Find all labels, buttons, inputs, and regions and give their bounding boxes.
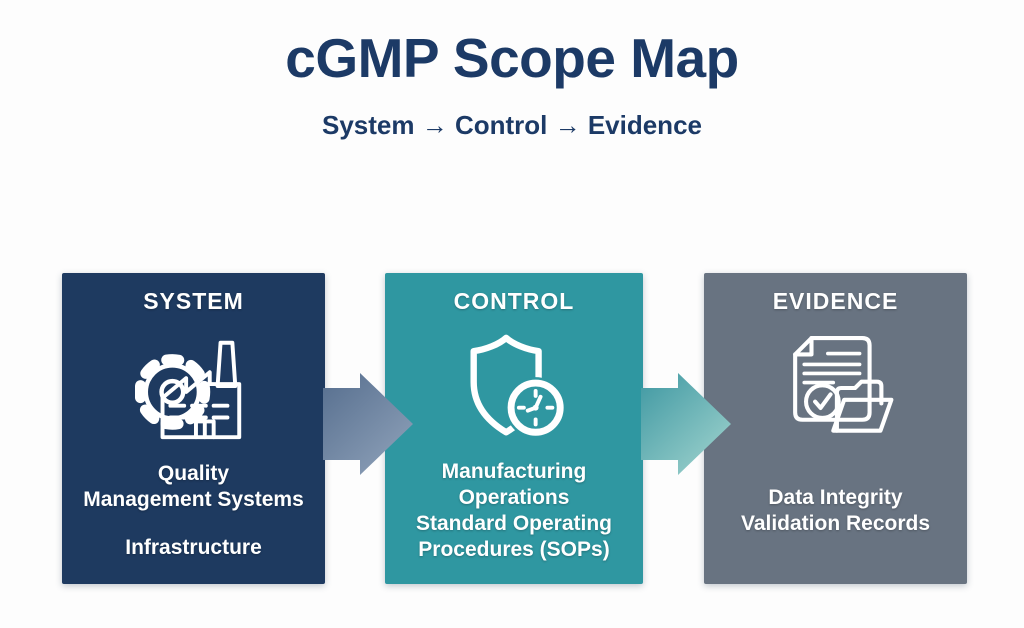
stage-control-text: Manufacturing Operations Standard Operat… [385,447,643,584]
factory-gear-icon [134,340,241,440]
stage-line: Quality [157,461,230,485]
stage-system: SYSTEM Quality Management Systems Infras… [62,273,325,584]
stage-control-header: CONTROL [453,288,575,314]
stage-system-header: SYSTEM [143,288,244,314]
page-subtitle: System → Control → Evidence [322,110,702,140]
stage-control-item-sops: Standard Operating Procedures (SOPs) [385,511,643,563]
flow-arrow-system-to-control-icon [323,373,413,475]
stage-evidence-text: Data Integrity Validation Records [704,447,967,584]
stage-line: Standard Operating [415,511,613,535]
stage-line: Data Integrity [768,485,903,509]
flow-arrow-control-to-evidence-icon [641,373,731,475]
stage-line: Validation Records [740,511,931,535]
stage-evidence-item-records: Data Integrity Validation Records [704,485,967,537]
stage-evidence-header: EVIDENCE [772,288,899,314]
stage-line: Manufacturing [441,459,587,483]
shield-clock-icon [470,334,567,439]
page-title: cGMP Scope Map [285,27,739,89]
stage-system-text: Quality Management Systems Infrastructur… [62,447,325,584]
stage-line: Procedures (SOPs) [418,537,610,561]
stage-evidence: EVIDENCE Data Integrity Validation Recor… [704,273,967,584]
stage-system-item-qms: Quality Management Systems [62,461,325,513]
stage-line: Management Systems [83,487,304,511]
stage-line: Infrastructure [125,535,262,559]
stage-system-item-infrastructure: Infrastructure [62,535,325,561]
stage-control-item-manufacturing-operations: Manufacturing Operations [385,459,643,511]
stage-line: Operations [458,485,570,509]
document-check-folder-icon [792,336,893,433]
stage-control: CONTROL Manufacturing Operations Standar… [385,273,643,584]
